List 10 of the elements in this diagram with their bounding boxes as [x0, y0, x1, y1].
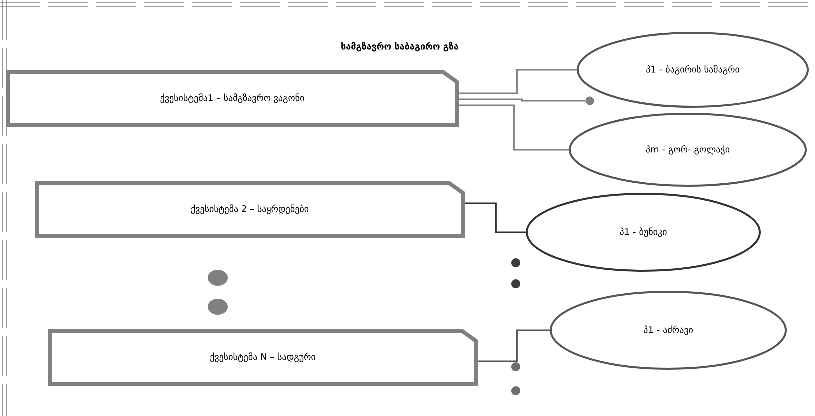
connector-dot — [586, 96, 594, 106]
connector-line — [459, 98, 586, 102]
subsystem-box: ქვესისტემა N – სადგური — [48, 329, 478, 386]
connector-line — [478, 330, 550, 362]
connector-line — [459, 69, 577, 94]
subsystem-box: ქვესისტემა 2 – საყრდენები — [35, 181, 465, 238]
connector-line — [459, 104, 569, 151]
subsystem-box: ქვესისტემა1 – სამგზავრო ვაგონი — [6, 70, 459, 127]
connector-line — [465, 202, 526, 234]
title: სამგზავრო საბაგირო გზა — [342, 42, 459, 52]
